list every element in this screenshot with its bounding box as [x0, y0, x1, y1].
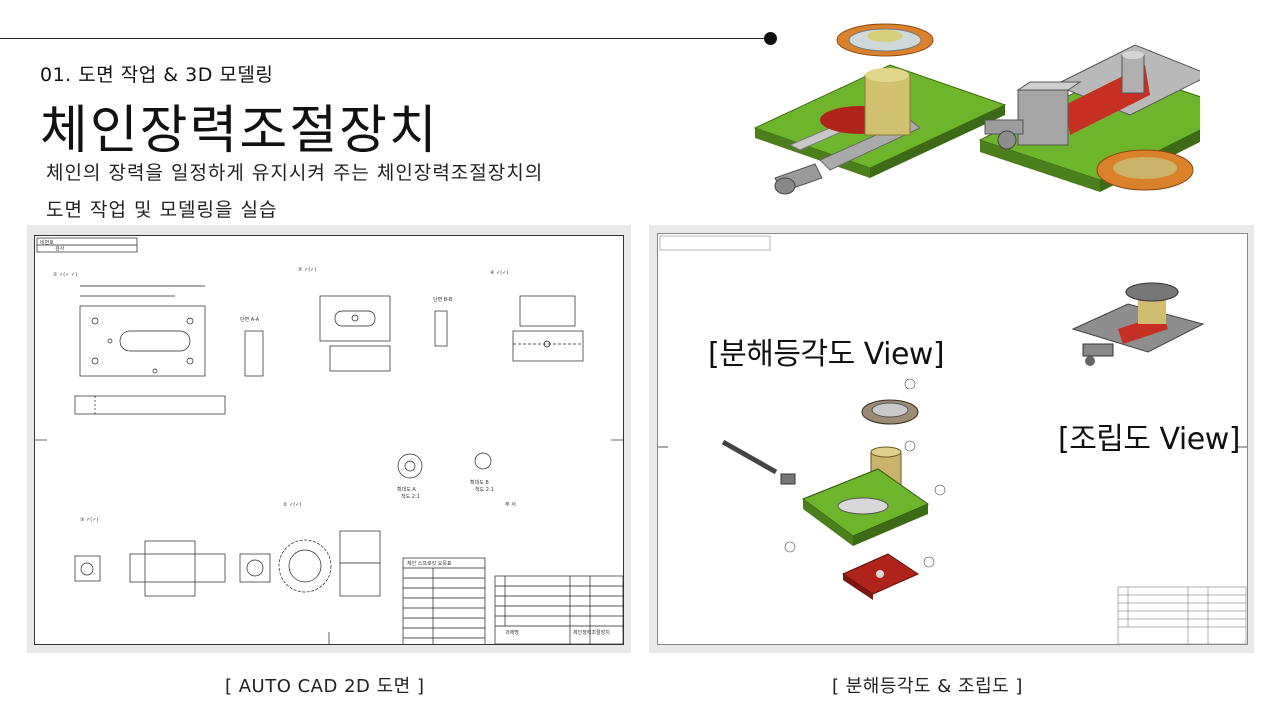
svg-text:검사: 검사 — [55, 245, 65, 252]
svg-text:③ ✓(✓): ③ ✓(✓) — [80, 517, 98, 523]
assembly-view-label: [조립도 View] — [1058, 422, 1240, 457]
spring-table-title: 체인 스프로킷 요목표 — [407, 560, 452, 567]
detail-b-label: 확대도 B — [470, 479, 489, 486]
detail-a-label: 확대도 A — [397, 486, 416, 493]
section-aa-label: 단면 A-A — [240, 316, 260, 323]
detail-b-scale: 척도 2:1 — [475, 486, 494, 493]
exploded-view-label: [분해등각도 View] — [708, 337, 945, 372]
cad-linework: 비번호 검사 ① ✓(✓ ✓) ⑤ ✓(✓) ④ ✓(✓) ③ ✓(✓) ② ✓… — [35, 237, 623, 644]
description-line-1: 체인의 장력을 일정하게 유지시켜 주는 체인장력조절장치의 — [46, 162, 544, 184]
svg-text:비번호: 비번호 — [40, 239, 54, 246]
exploded-render — [658, 235, 1247, 644]
drawing-sheet-right: [분해등각도 View] [조립도 View] — [657, 233, 1248, 645]
hero-3d-render — [753, 23, 1200, 195]
svg-text:② ✓(✓): ② ✓(✓) — [283, 502, 301, 508]
description-line-2: 도면 작업 및 모델링을 실습 — [46, 199, 278, 221]
svg-text:① ✓(✓ ✓): ① ✓(✓ ✓) — [53, 272, 77, 278]
detail-a-scale: 척도 2:1 — [401, 493, 420, 500]
autocad-drawing-panel: 비번호 검사 ① ✓(✓ ✓) ⑤ ✓(✓) ④ ✓(✓) ③ ✓(✓) ② ✓… — [27, 225, 631, 653]
exploded-assembly-panel: [분해등각도 View] [조립도 View] — [649, 225, 1254, 653]
section-bb-label: 단면 B-B — [433, 296, 453, 303]
right-caption: [ 분해등각도 & 조립도 ] — [832, 676, 1023, 697]
svg-text:⑤ ✓(✓): ⑤ ✓(✓) — [298, 267, 316, 273]
svg-text:④ ✓(✓): ④ ✓(✓) — [490, 270, 508, 276]
title-block-name: 체인장력조절장치 — [573, 629, 610, 636]
left-caption: [ AUTO CAD 2D 도면 ] — [225, 676, 425, 697]
title-block-label: 과제명 — [505, 629, 519, 636]
top-rule — [0, 38, 770, 39]
section-subtitle: 01. 도면 작업 & 3D 모델링 — [40, 64, 274, 86]
page-title: 체인장력조절장치 — [40, 101, 439, 161]
drawing-sheet: 비번호 검사 ① ✓(✓ ✓) ⑤ ✓(✓) ④ ✓(✓) ③ ✓(✓) ② ✓… — [34, 235, 624, 645]
notes-title: 주 서 — [505, 501, 516, 508]
rule-dot — [764, 32, 777, 45]
